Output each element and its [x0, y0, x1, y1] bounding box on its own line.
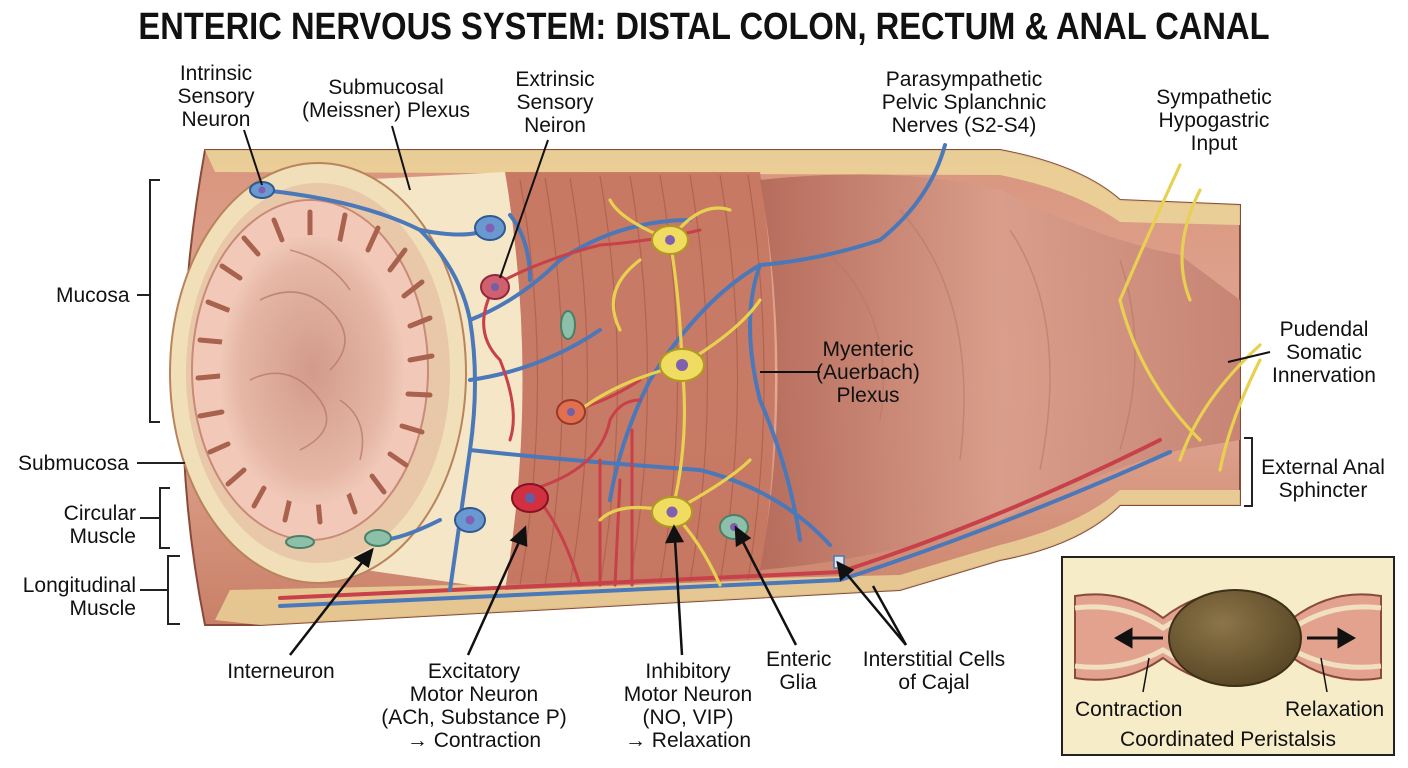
- blue-nerve-network: [260, 143, 947, 592]
- myenteric-plexus-label: Myenteric(Auerbach)Plexus: [816, 338, 920, 407]
- contraction-arrow: [1113, 627, 1163, 649]
- peristalsis-inset: Contraction Relaxation Coordinated Peris…: [1061, 556, 1395, 756]
- glia-cell: [560, 310, 576, 340]
- relaxation-arrow: [1307, 627, 1357, 649]
- colon-tube: [169, 149, 1241, 626]
- longitudinal-nerve-fibers: [278, 438, 1172, 608]
- intrinsic-sensory-neuron-cell: [249, 181, 275, 199]
- glia-cell: [285, 535, 315, 549]
- blue-neuron: [474, 215, 506, 241]
- inset-caption: Coordinated Peristalsis: [1120, 728, 1336, 751]
- interneuron-label: Interneuron: [227, 660, 335, 683]
- submucosal-plexus-label: Submucosal(Meissner) Plexus: [301, 76, 471, 122]
- glia-cell: [364, 529, 392, 547]
- inset-relaxation-label: Relaxation: [1285, 698, 1385, 721]
- red-nerve-network: [482, 228, 702, 587]
- diagram-title: ENTERIC NERVOUS SYSTEM: DISTAL COLON, RE…: [138, 6, 1270, 48]
- blue-neuron: [454, 507, 486, 533]
- extrinsic-sensory-neuron-cell: [480, 274, 510, 300]
- excitatory-motor-neuron-cell: [511, 483, 549, 513]
- mucosa-label: Mucosa: [56, 284, 130, 307]
- myenteric-neuron: [659, 348, 705, 382]
- leader-lines: [243, 125, 1271, 373]
- arrow-lines: [289, 524, 908, 656]
- submucosa-label: Submucosa: [18, 452, 129, 475]
- red-neuron: [556, 399, 586, 425]
- inset-contraction-label: Contraction: [1075, 698, 1183, 721]
- layer-brackets: [137, 179, 1253, 625]
- peristalsis-illustration: [1074, 589, 1382, 693]
- inhibitory-motor-neuron-cell: [651, 496, 693, 528]
- myenteric-neuron: [651, 225, 689, 255]
